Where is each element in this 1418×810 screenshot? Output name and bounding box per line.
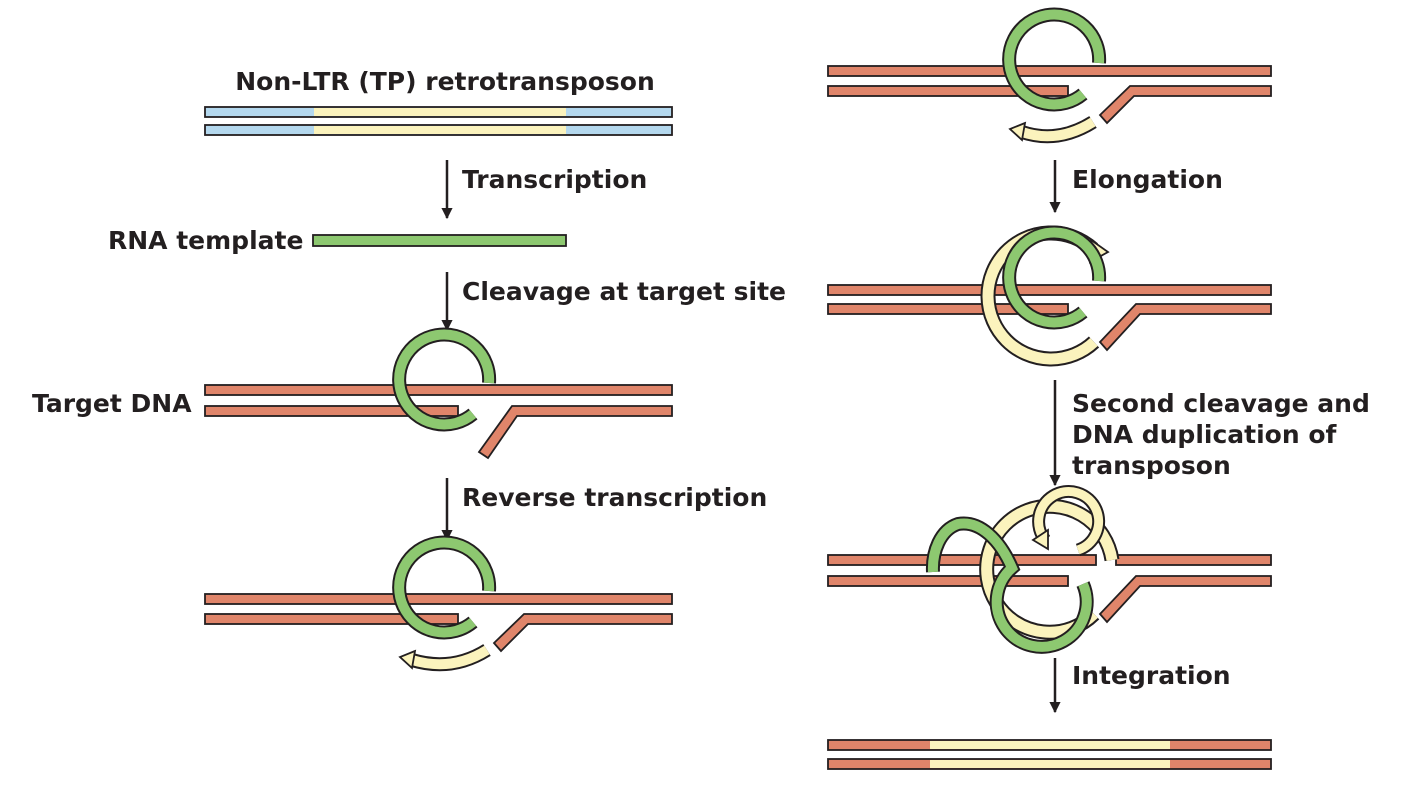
rna-template-label: RNA template xyxy=(108,226,303,255)
target-dna-stage-3 xyxy=(827,7,1272,144)
step-elongation: Elongation xyxy=(1072,165,1223,194)
integrated-dna xyxy=(827,739,1272,770)
target-dna-stage-5 xyxy=(827,485,1272,654)
step-cleavage: Cleavage at target site xyxy=(462,277,786,306)
rna-template xyxy=(312,234,567,247)
step-second-cleavage-line-1: Second cleavage and xyxy=(1072,389,1370,418)
step-second-cleavage-line-2: DNA duplication of xyxy=(1072,420,1338,449)
target-dna-stage-2 xyxy=(204,535,673,672)
step-reverse-transcription: Reverse transcription xyxy=(462,483,767,512)
step-second-cleavage-line-3: transposon xyxy=(1072,451,1231,480)
step-integration: Integration xyxy=(1072,661,1231,690)
transposon-dna xyxy=(204,106,673,136)
target-dna-stage-4 xyxy=(827,225,1272,367)
target-dna-label: Target DNA xyxy=(32,389,192,418)
target-dna-stage-1 xyxy=(204,327,673,460)
step-transcription: Transcription xyxy=(462,165,647,194)
diagram-title: Non-LTR (TP) retrotransposon xyxy=(235,67,655,96)
